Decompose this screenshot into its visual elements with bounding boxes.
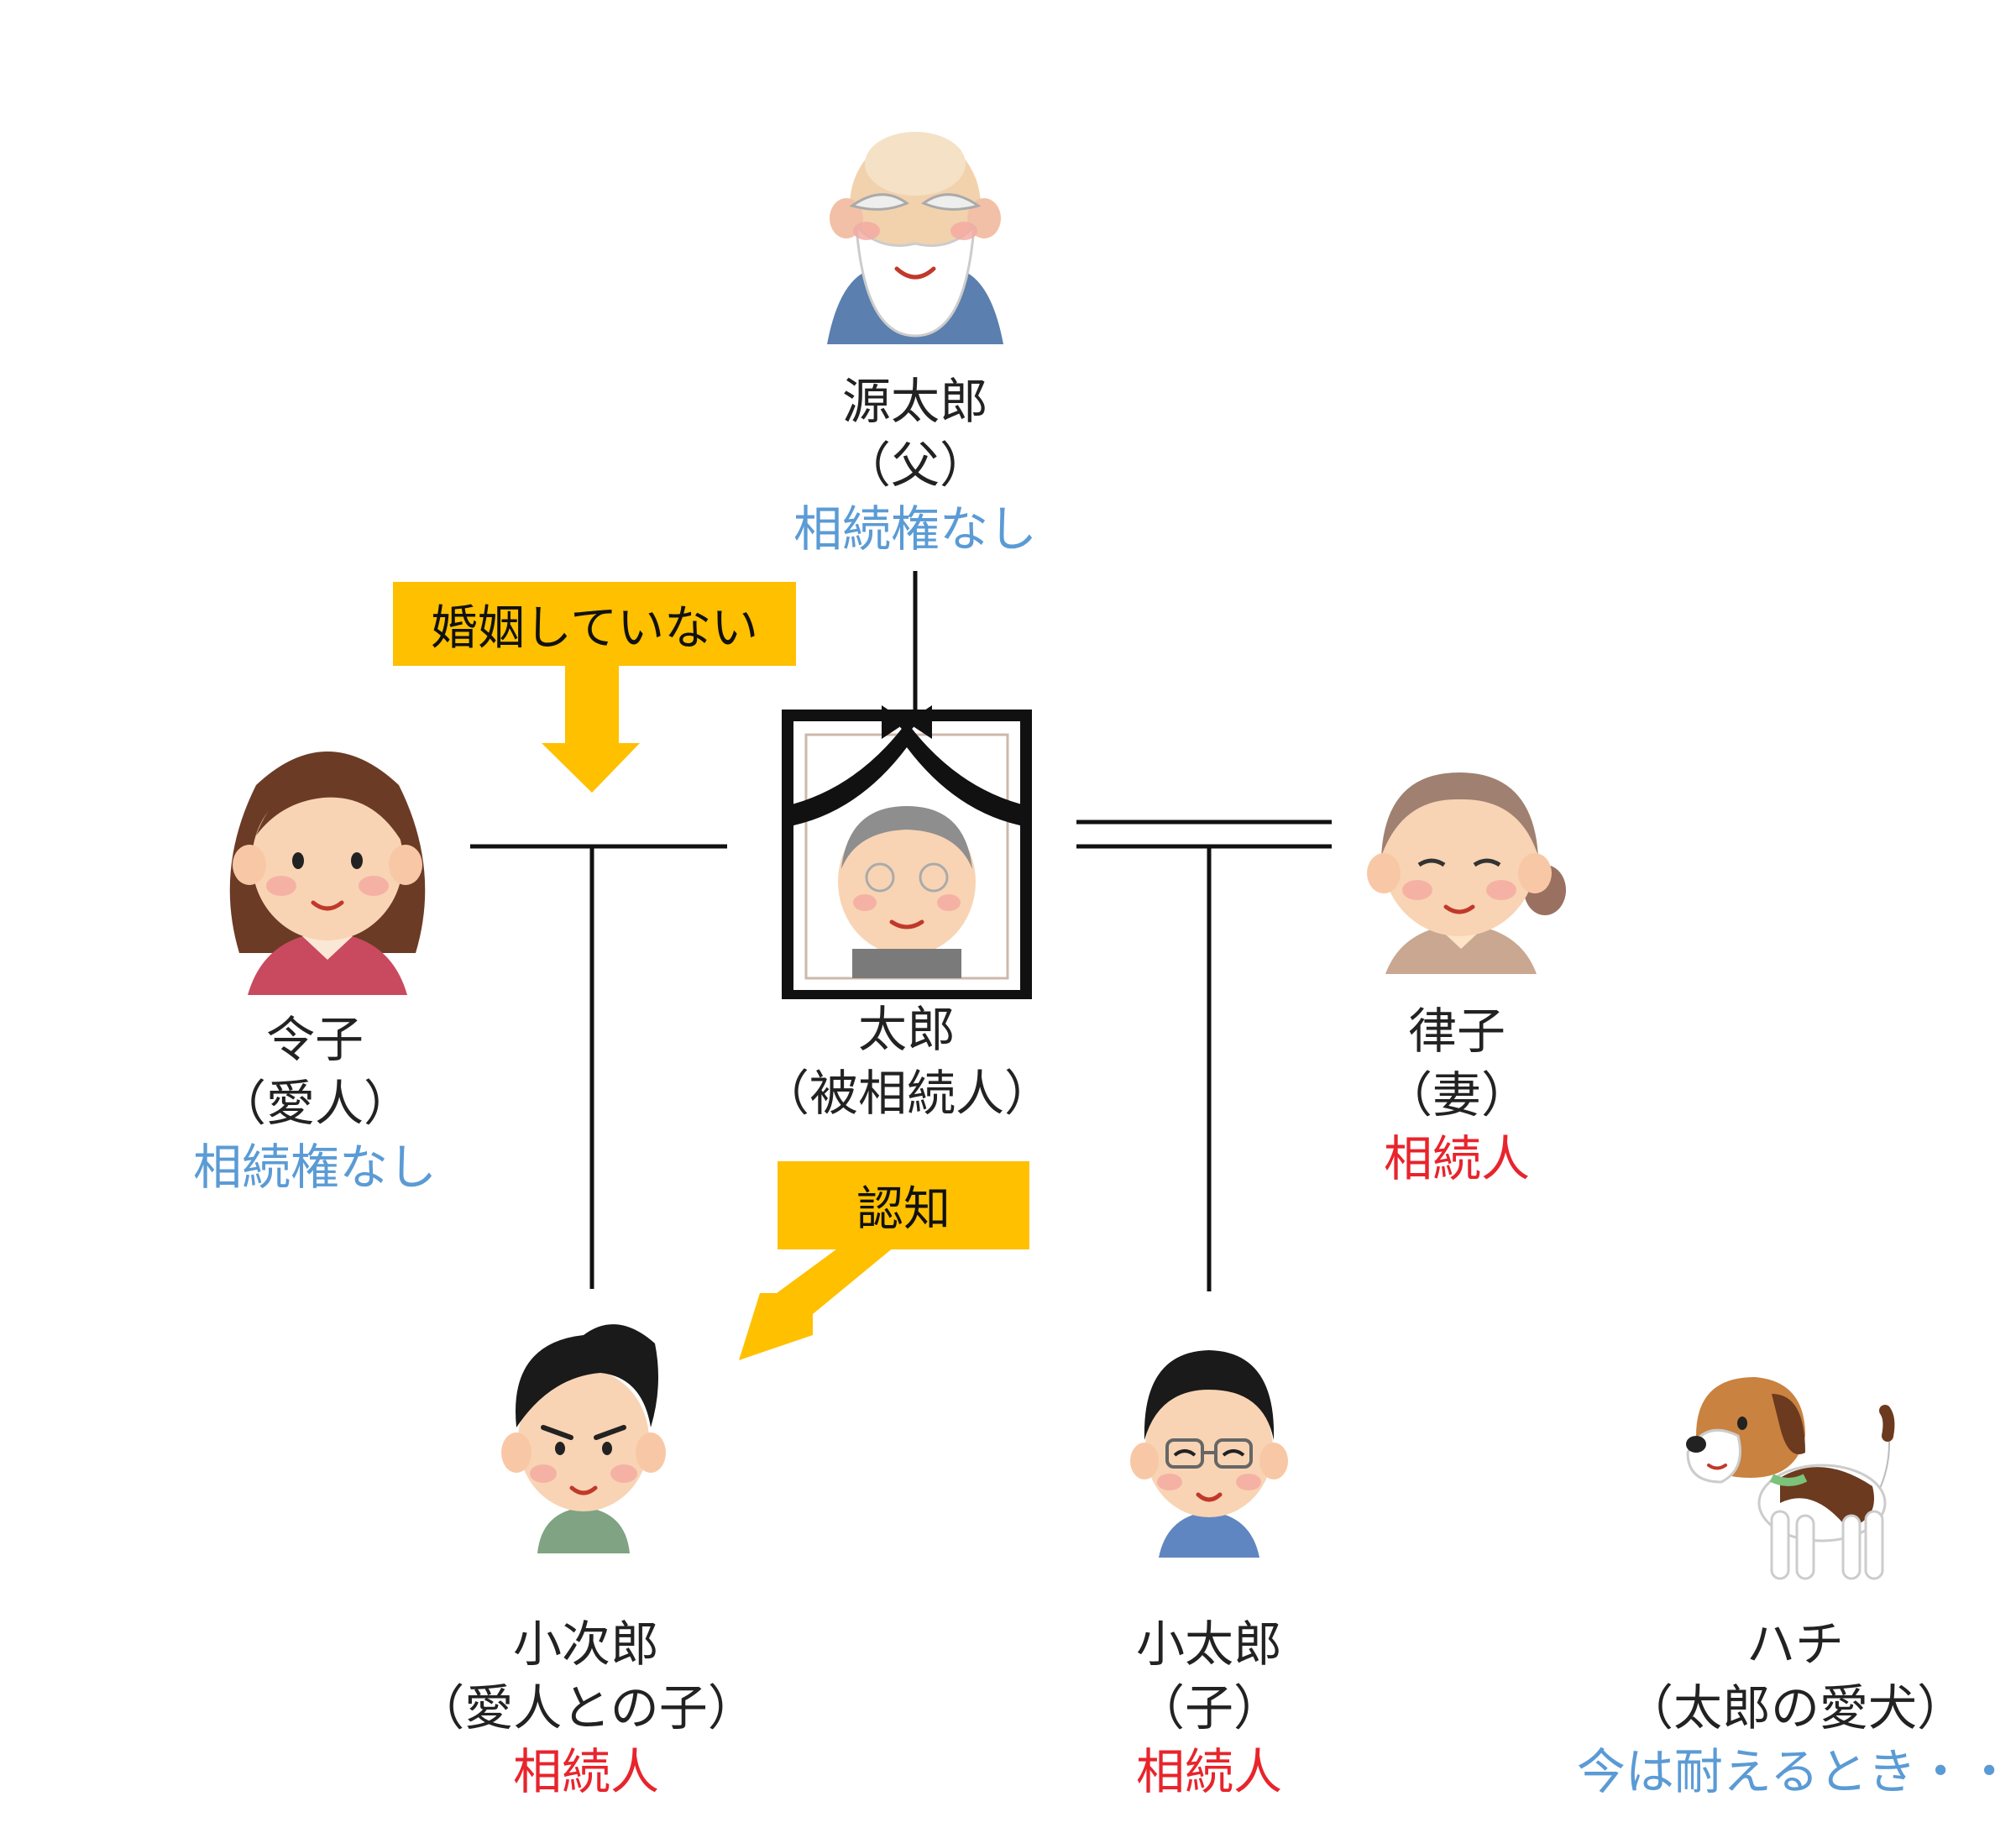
person-label-dog: ハチ （太郎の愛犬） 今は耐えるとき・・ <box>1577 1612 2013 1804</box>
person-name: 小次郎 <box>512 1616 660 1673</box>
angry-man-icon <box>501 1324 666 1553</box>
person-label-son-mistress: 小次郎 （愛人との子） 相続人 <box>416 1612 756 1804</box>
person-label-deceased: 太郎 （被相続人） <box>761 998 1053 1125</box>
down-arrow <box>542 663 640 793</box>
diagonal-arrow <box>739 1247 894 1360</box>
memorial-portrait-icon <box>782 705 1032 999</box>
inheritance-status: 相続人 <box>1135 1743 1283 1800</box>
grandmother-icon <box>1367 772 1566 974</box>
person-role: （愛人との子） <box>416 1679 757 1736</box>
person-name: 律子 <box>1407 1003 1506 1060</box>
person-role: （愛人） <box>217 1075 413 1132</box>
beagle-dog-icon <box>1686 1377 1896 1580</box>
person-role: （子） <box>1135 1679 1283 1736</box>
person-name: 太郎 <box>857 1001 956 1058</box>
person-name: 小太郎 <box>1135 1616 1283 1673</box>
inheritance-status: 相続権なし <box>192 1139 437 1196</box>
woman-icon <box>229 752 426 995</box>
person-label-wife: 律子 （妻） 相続人 <box>1384 999 1530 1191</box>
person-role: （父） <box>841 437 989 494</box>
inheritance-status: 相続権なし <box>793 500 1038 558</box>
glasses-man-icon <box>1130 1350 1288 1558</box>
bearded-grandfather-icon <box>827 132 1003 344</box>
inheritance-status: 今は耐えるとき・・ <box>1576 1743 2014 1800</box>
person-name: ハチ <box>1746 1616 1845 1673</box>
inheritance-status: 相続人 <box>512 1743 660 1800</box>
person-role: （被相続人） <box>760 1065 1054 1122</box>
person-label-mistress: 令子 （愛人） 相続権なし <box>193 1008 437 1199</box>
person-name: 源太郎 <box>841 373 989 430</box>
person-role: （妻） <box>1383 1066 1531 1123</box>
inheritance-status: 相続人 <box>1383 1130 1531 1187</box>
person-label-father: 源太郎 （父） 相続権なし <box>793 369 1037 561</box>
person-label-son: 小太郎 （子） 相続人 <box>1136 1612 1282 1804</box>
unmarried-callout: 婚姻していない <box>393 582 796 666</box>
person-role: （太郎の愛犬） <box>1624 1679 1966 1736</box>
acknowledged-callout: 認知 <box>778 1161 1029 1249</box>
person-name: 令子 <box>265 1011 364 1068</box>
